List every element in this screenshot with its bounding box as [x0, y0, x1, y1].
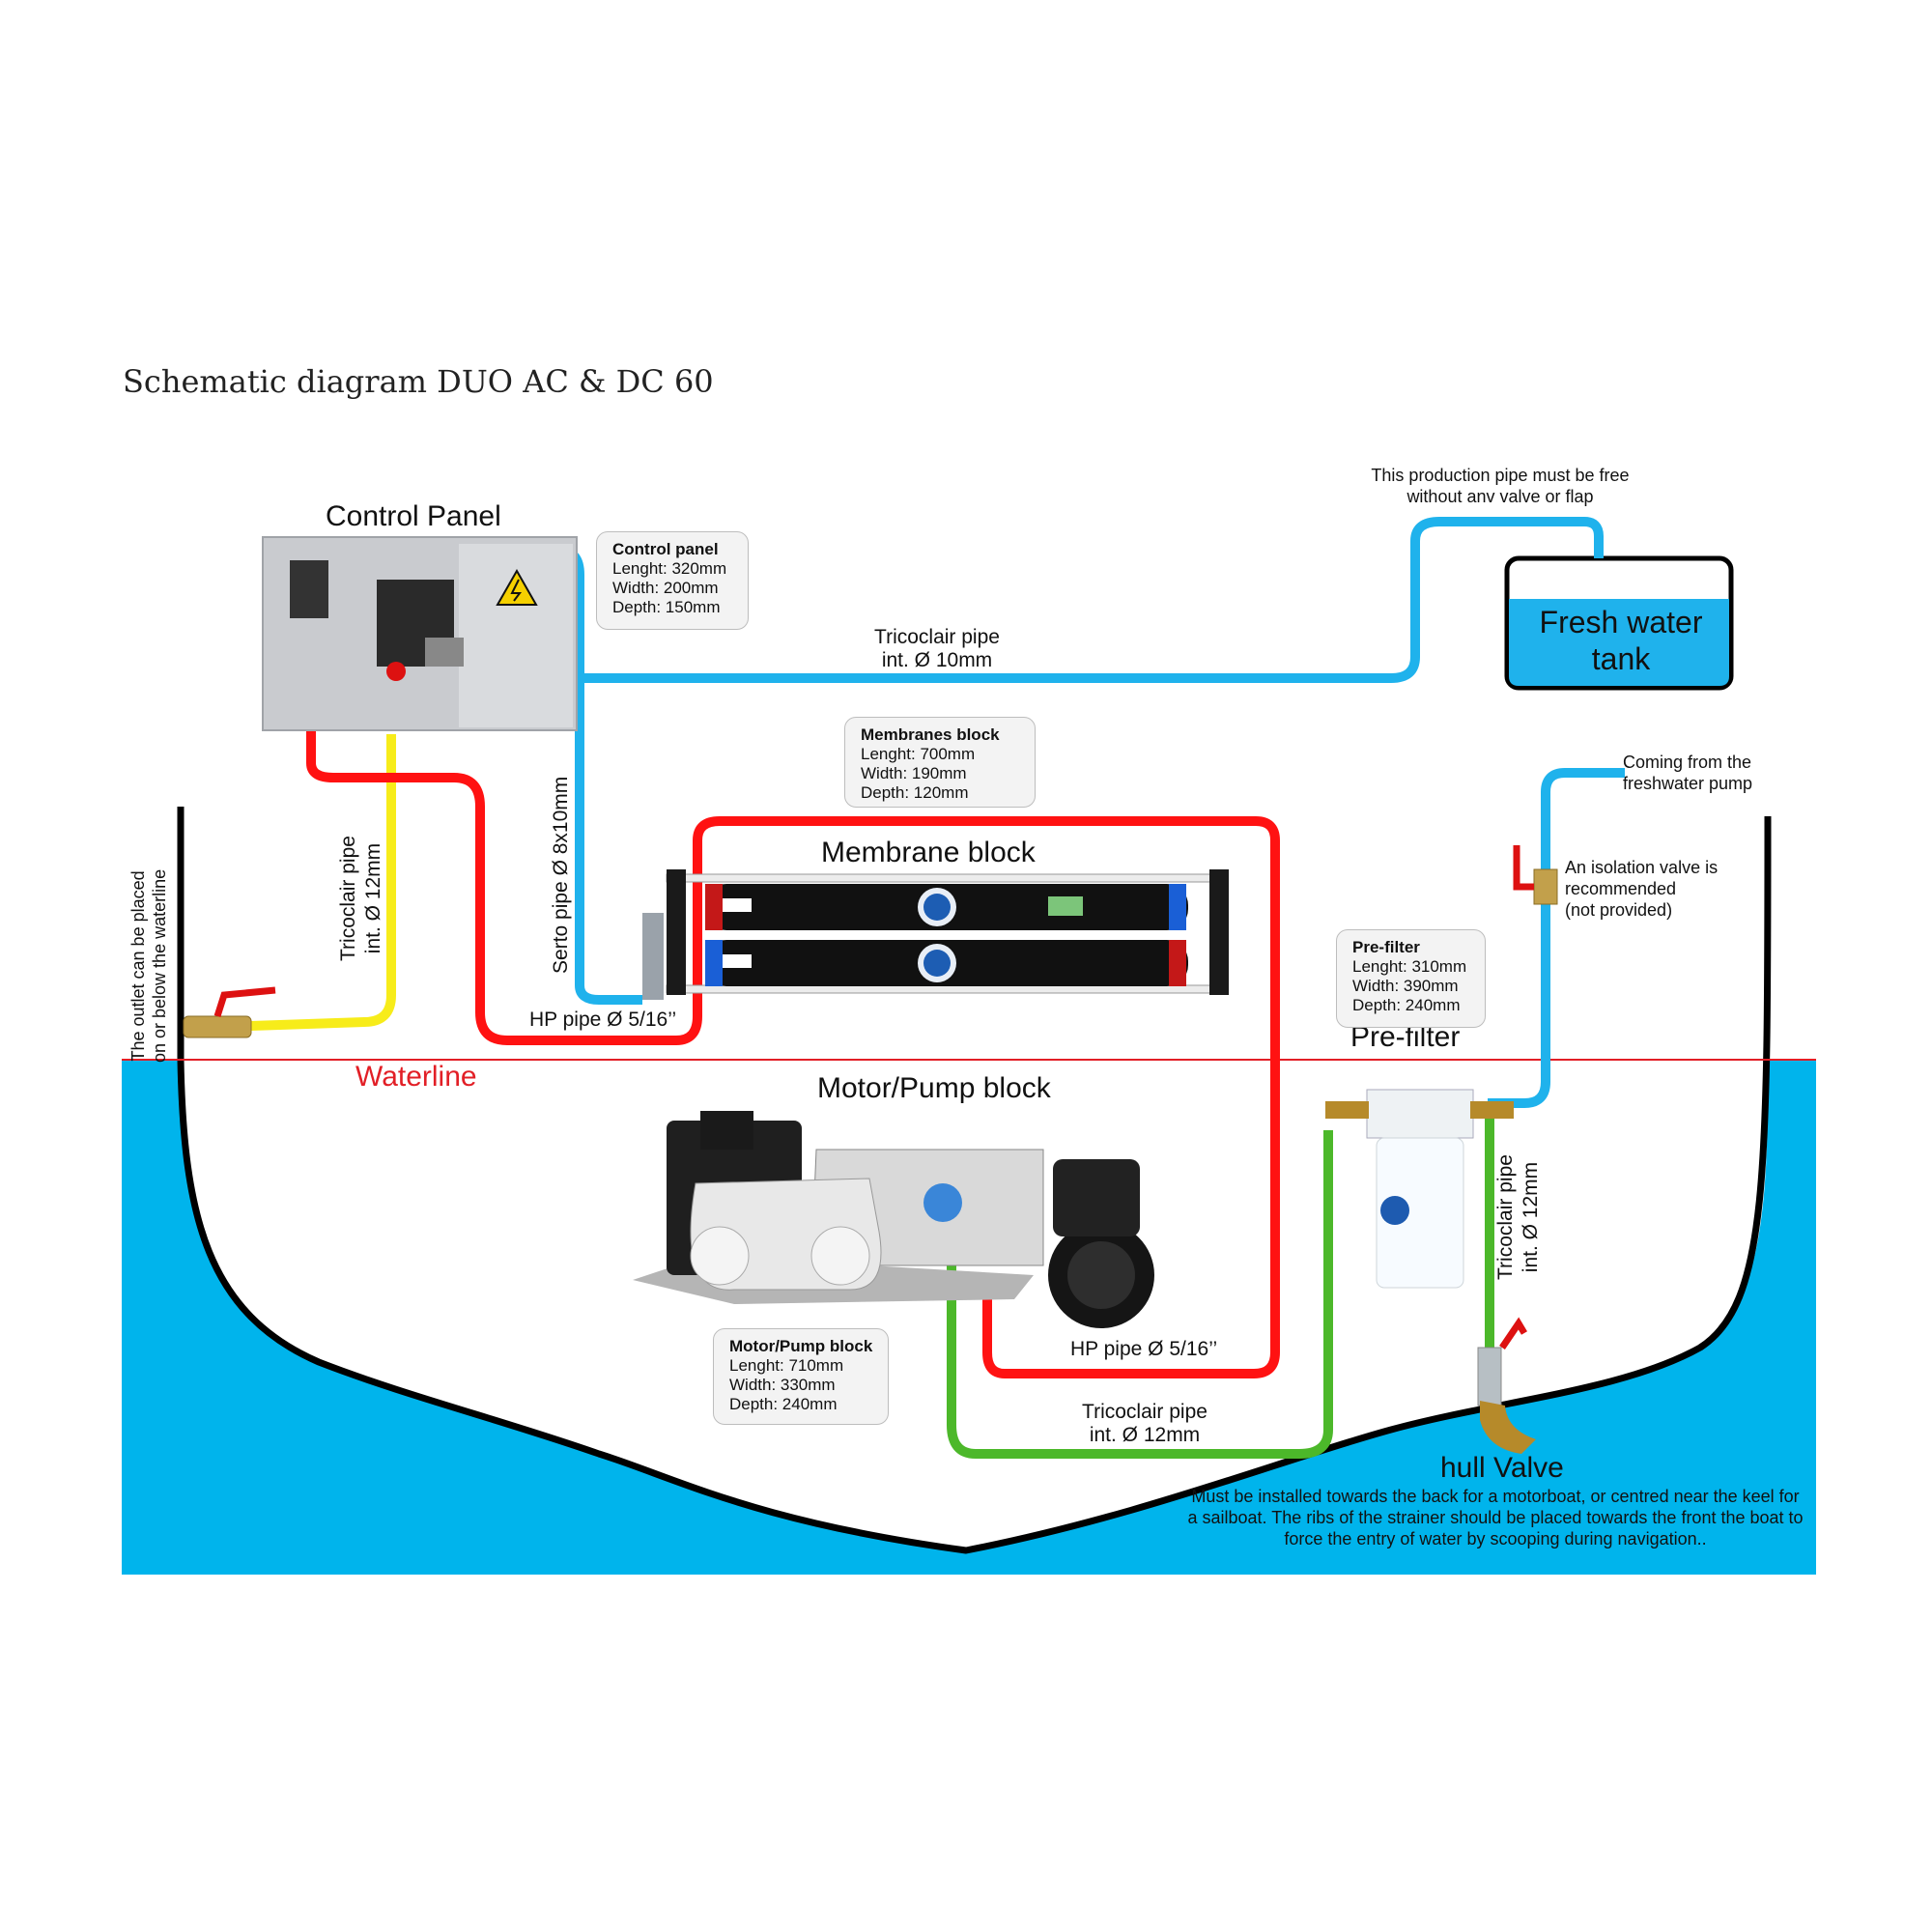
spec-width: Width: 390mm — [1352, 977, 1459, 995]
spec-length: Lenght: 700mm — [861, 745, 976, 763]
spec-title: Pre-filter — [1352, 938, 1420, 956]
isolation-valve-device — [1513, 845, 1558, 905]
membrane-block-device — [642, 869, 1229, 1000]
fresh-water-tank — [1504, 555, 1734, 691]
serto-pipe-label: Serto pipe Ø 8x10mm — [550, 776, 572, 974]
isolation-valve-note: An isolation valve is recommended (not p… — [1565, 857, 1718, 921]
spec-length: Lenght: 310mm — [1352, 957, 1467, 976]
intake-pipe — [947, 1130, 1333, 1459]
tank-label-line1: Fresh water — [1539, 605, 1703, 639]
control-panel-label: Control Panel — [326, 500, 501, 532]
production-note-line1: This production pipe must be free — [1371, 466, 1630, 485]
outlet-note-line2: on or below the waterline — [150, 868, 169, 1063]
spec-depth: Depth: 120mm — [861, 783, 969, 802]
freshwater-pump-pipe — [1488, 768, 1625, 1108]
isolation-line3: (not provided) — [1565, 900, 1673, 920]
spec-width: Width: 330mm — [729, 1376, 836, 1394]
pre-filter-spec-box: Pre-filter Lenght: 310mm Width: 390mm De… — [1336, 929, 1486, 1028]
outlet-note: The outlet can be placed on or below the… — [128, 869, 170, 1063]
spec-title: Motor/Pump block — [729, 1337, 873, 1355]
control-panel-device — [262, 536, 578, 731]
control-panel-spec-box: Control panel Lenght: 320mm Width: 200mm… — [596, 531, 749, 630]
spec-length: Lenght: 320mm — [612, 559, 727, 578]
tricoclair-12-right-line1: Tricoclair pipe — [1494, 1154, 1517, 1280]
tricoclair-10-label: Tricoclair pipe int. Ø 10mm — [874, 626, 1000, 672]
tricoclair-12-right-line2: int. Ø 12mm — [1520, 1161, 1542, 1273]
hp-pipe-upper — [306, 729, 1280, 1378]
freshwater-pump-note: Coming from the freshwater pump — [1623, 752, 1752, 794]
outlet-note-line1: The outlet can be placed — [128, 870, 148, 1062]
production-note-line2: without anv valve or flap — [1406, 487, 1594, 506]
spec-depth: Depth: 150mm — [612, 598, 721, 616]
tricoclair-12-bottom-line1: Tricoclair pipe — [1082, 1401, 1208, 1423]
tricoclair-12-left-label: Tricoclair pipe int. Ø 12mm — [336, 836, 386, 961]
hp-pipe-lower-label: HP pipe Ø 5/16’’ — [1070, 1338, 1218, 1360]
motor-pump-block-label: Motor/Pump block — [817, 1072, 1051, 1104]
hull-valve-label: hull Valve — [1440, 1452, 1564, 1484]
tricoclair-12-left-line1: Tricoclair pipe — [337, 836, 359, 961]
outlet-pipe — [250, 734, 396, 1031]
spec-width: Width: 200mm — [612, 579, 719, 597]
tricoclair-10-line2: int. Ø 10mm — [881, 649, 993, 671]
hull-outline — [177, 807, 1772, 1554]
spec-title: Membranes block — [861, 725, 1000, 744]
tricoclair-12-right-label: Tricoclair pipe int. Ø 12mm — [1493, 1154, 1544, 1280]
freshwater-pump-line1: Coming from the — [1623, 753, 1752, 772]
production-pipe-note: This production pipe must be free withou… — [1365, 465, 1635, 507]
freshwater-pump-line2: freshwater pump — [1623, 774, 1753, 793]
pre-filter-device — [1325, 1089, 1514, 1289]
hull-valve-device — [1477, 1317, 1536, 1454]
spec-depth: Depth: 240mm — [1352, 996, 1461, 1014]
tank-label-line2: tank — [1591, 641, 1651, 676]
outlet-valve-device — [183, 986, 276, 1038]
spec-length: Lenght: 710mm — [729, 1356, 844, 1375]
isolation-line1: An isolation valve is — [1565, 858, 1719, 877]
diagram-title: Schematic diagram DUO AC & DC 60 — [123, 363, 714, 400]
membrane-block-label: Membrane block — [821, 837, 1036, 868]
spec-title: Control panel — [612, 540, 719, 558]
motor-pump-spec-box: Motor/Pump block Lenght: 710mm Width: 33… — [713, 1328, 889, 1425]
spec-width: Width: 190mm — [861, 764, 967, 782]
tricoclair-12-bottom-line2: int. Ø 12mm — [1089, 1424, 1201, 1446]
motor-pump-device — [633, 1111, 1154, 1328]
hull-valve-note: Must be installed towards the back for a… — [1187, 1487, 1804, 1548]
tricoclair-10-line1: Tricoclair pipe — [874, 626, 1000, 648]
spec-depth: Depth: 240mm — [729, 1395, 838, 1413]
hp-pipe-upper-label: HP pipe Ø 5/16’’ — [529, 1009, 677, 1031]
fresh-water-tank-label: Fresh water tank — [1507, 604, 1735, 677]
membranes-spec-box: Membranes block Lenght: 700mm Width: 190… — [844, 717, 1036, 808]
tricoclair-12-left-line2: int. Ø 12mm — [362, 842, 384, 954]
tricoclair-12-bottom-label: Tricoclair pipe int. Ø 12mm — [1077, 1401, 1212, 1447]
waterline-label: Waterline — [355, 1061, 477, 1093]
isolation-line2: recommended — [1565, 879, 1677, 898]
